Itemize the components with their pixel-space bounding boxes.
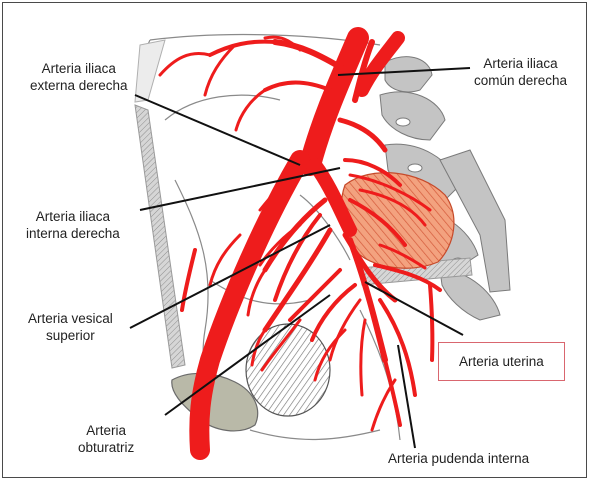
label-line: Arteria iliaca (26, 208, 120, 225)
ureter-rod (135, 105, 185, 368)
label-arteria-pudenda-interna: Arteria pudenda interna (388, 450, 529, 467)
label-arteria-uterina: Arteria uterina (438, 342, 565, 381)
label-arteria-vesical-superior: Arteria vesical superior (28, 310, 113, 344)
label-arteria-iliaca-externa-derecha: Arteria iliaca externa derecha (30, 60, 128, 94)
label-arteria-obturatriz: Arteria obturatriz (78, 422, 134, 456)
label-line: Arteria vesical (28, 310, 113, 327)
iliac-wing-lines (135, 40, 165, 102)
label-line: Arteria (78, 422, 134, 439)
label-arteria-iliaca-comun-derecha: Arteria iliaca común derecha (474, 55, 567, 89)
label-line: Arteria iliaca (30, 60, 128, 77)
label-line: común derecha (474, 72, 567, 89)
label-line: externa derecha (30, 77, 128, 94)
label-line: interna derecha (26, 225, 120, 242)
label-arteria-iliaca-interna-derecha: Arteria iliaca interna derecha (26, 208, 120, 242)
label-line: superior (28, 327, 113, 344)
label-text: Arteria uterina (459, 354, 544, 369)
label-line: Arteria iliaca (474, 55, 567, 72)
label-text: Arteria pudenda interna (388, 451, 529, 466)
label-line: obturatriz (78, 439, 134, 456)
